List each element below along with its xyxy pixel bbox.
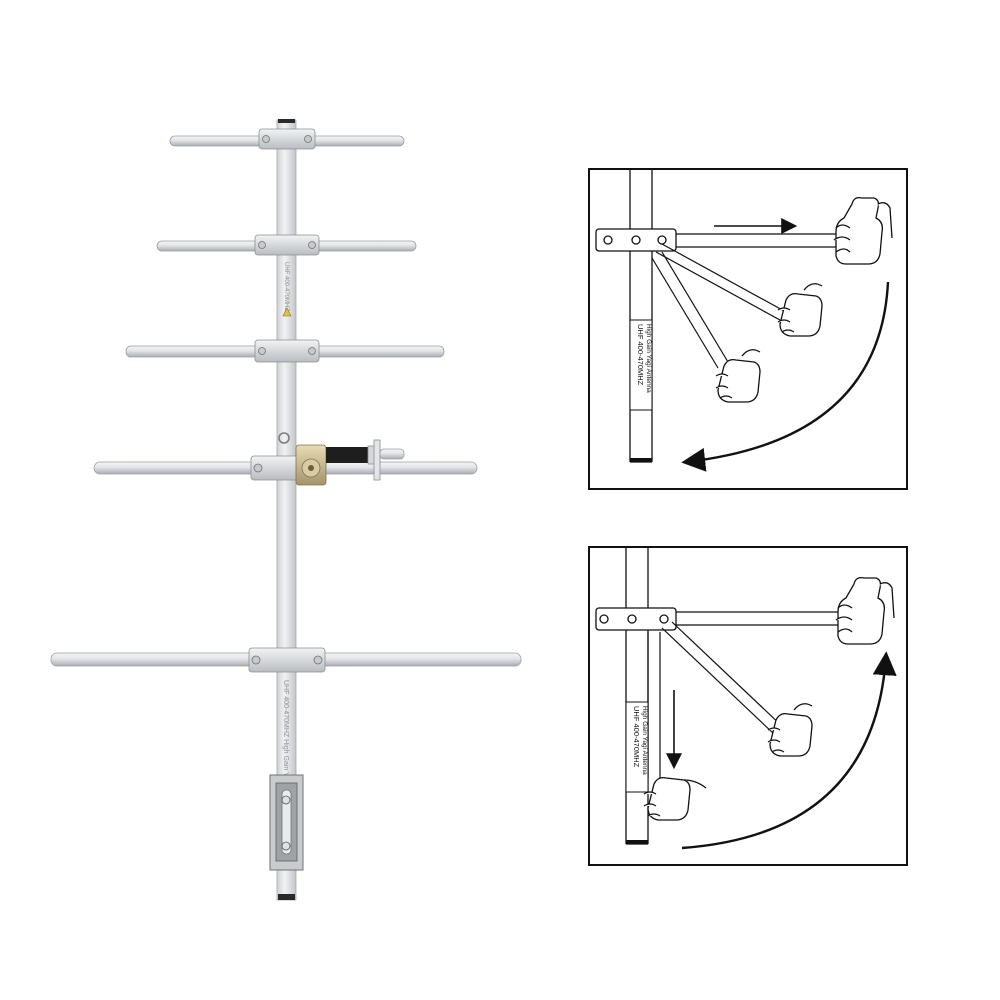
boom-outline xyxy=(625,548,649,845)
fist-icon xyxy=(767,703,813,757)
boom-label-box xyxy=(629,319,653,411)
panel-2-label-line2: High Gain Yagi Antenna xyxy=(641,706,648,775)
rotate-arrow xyxy=(681,281,890,472)
unfold-diagram-1: UHF 400-470MHZ High Gain Yagi Antenna xyxy=(595,170,893,472)
fist-icon xyxy=(643,776,707,821)
panel-1-label-line1: UHF 400-470MHZ xyxy=(636,324,645,386)
fist-icon xyxy=(715,349,761,403)
element-extended xyxy=(676,233,842,248)
fold-diagram-2: UHF 400-470MHZ High Gain Yagi Antenna xyxy=(595,548,897,850)
element-rotating-positions xyxy=(661,621,785,735)
boom-label-box xyxy=(625,701,649,793)
boom-label-bottom: UHF 400-470MHZ High Gain Yagi Antenna xyxy=(282,680,289,813)
clamp-rivets xyxy=(599,614,669,624)
clamp-rivets xyxy=(603,235,667,245)
fold-instruction-panel-2: UHF 400-470MHZ High Gain Yagi Antenna xyxy=(588,546,908,866)
boom-label-top: UHF 400-470MHZ xyxy=(283,262,289,311)
element-rotating-positions xyxy=(651,243,787,369)
element-folded xyxy=(647,632,661,778)
panel-2-label-line1: UHF 400-470MHZ xyxy=(632,706,641,768)
mounting-bracket xyxy=(269,774,304,871)
n-type-connector xyxy=(278,432,405,486)
fist-icon xyxy=(833,196,893,265)
fist-icon xyxy=(835,576,895,645)
unfold-instruction-panel-1: UHF 400-470MHZ High Gain Yagi Antenna xyxy=(588,168,908,490)
element-extended xyxy=(676,611,842,626)
yagi-antenna: UHF 400-470MHZ UHF 400-470MHZ High Gain … xyxy=(50,119,522,901)
antenna-boom xyxy=(276,119,297,901)
rotate-up-arrow xyxy=(681,651,897,850)
panel-1-label-line2: High Gain Yagi Antenna xyxy=(645,324,652,393)
boom-outline xyxy=(629,170,653,463)
caution-sticker xyxy=(282,307,292,317)
fist-icon xyxy=(777,283,823,337)
